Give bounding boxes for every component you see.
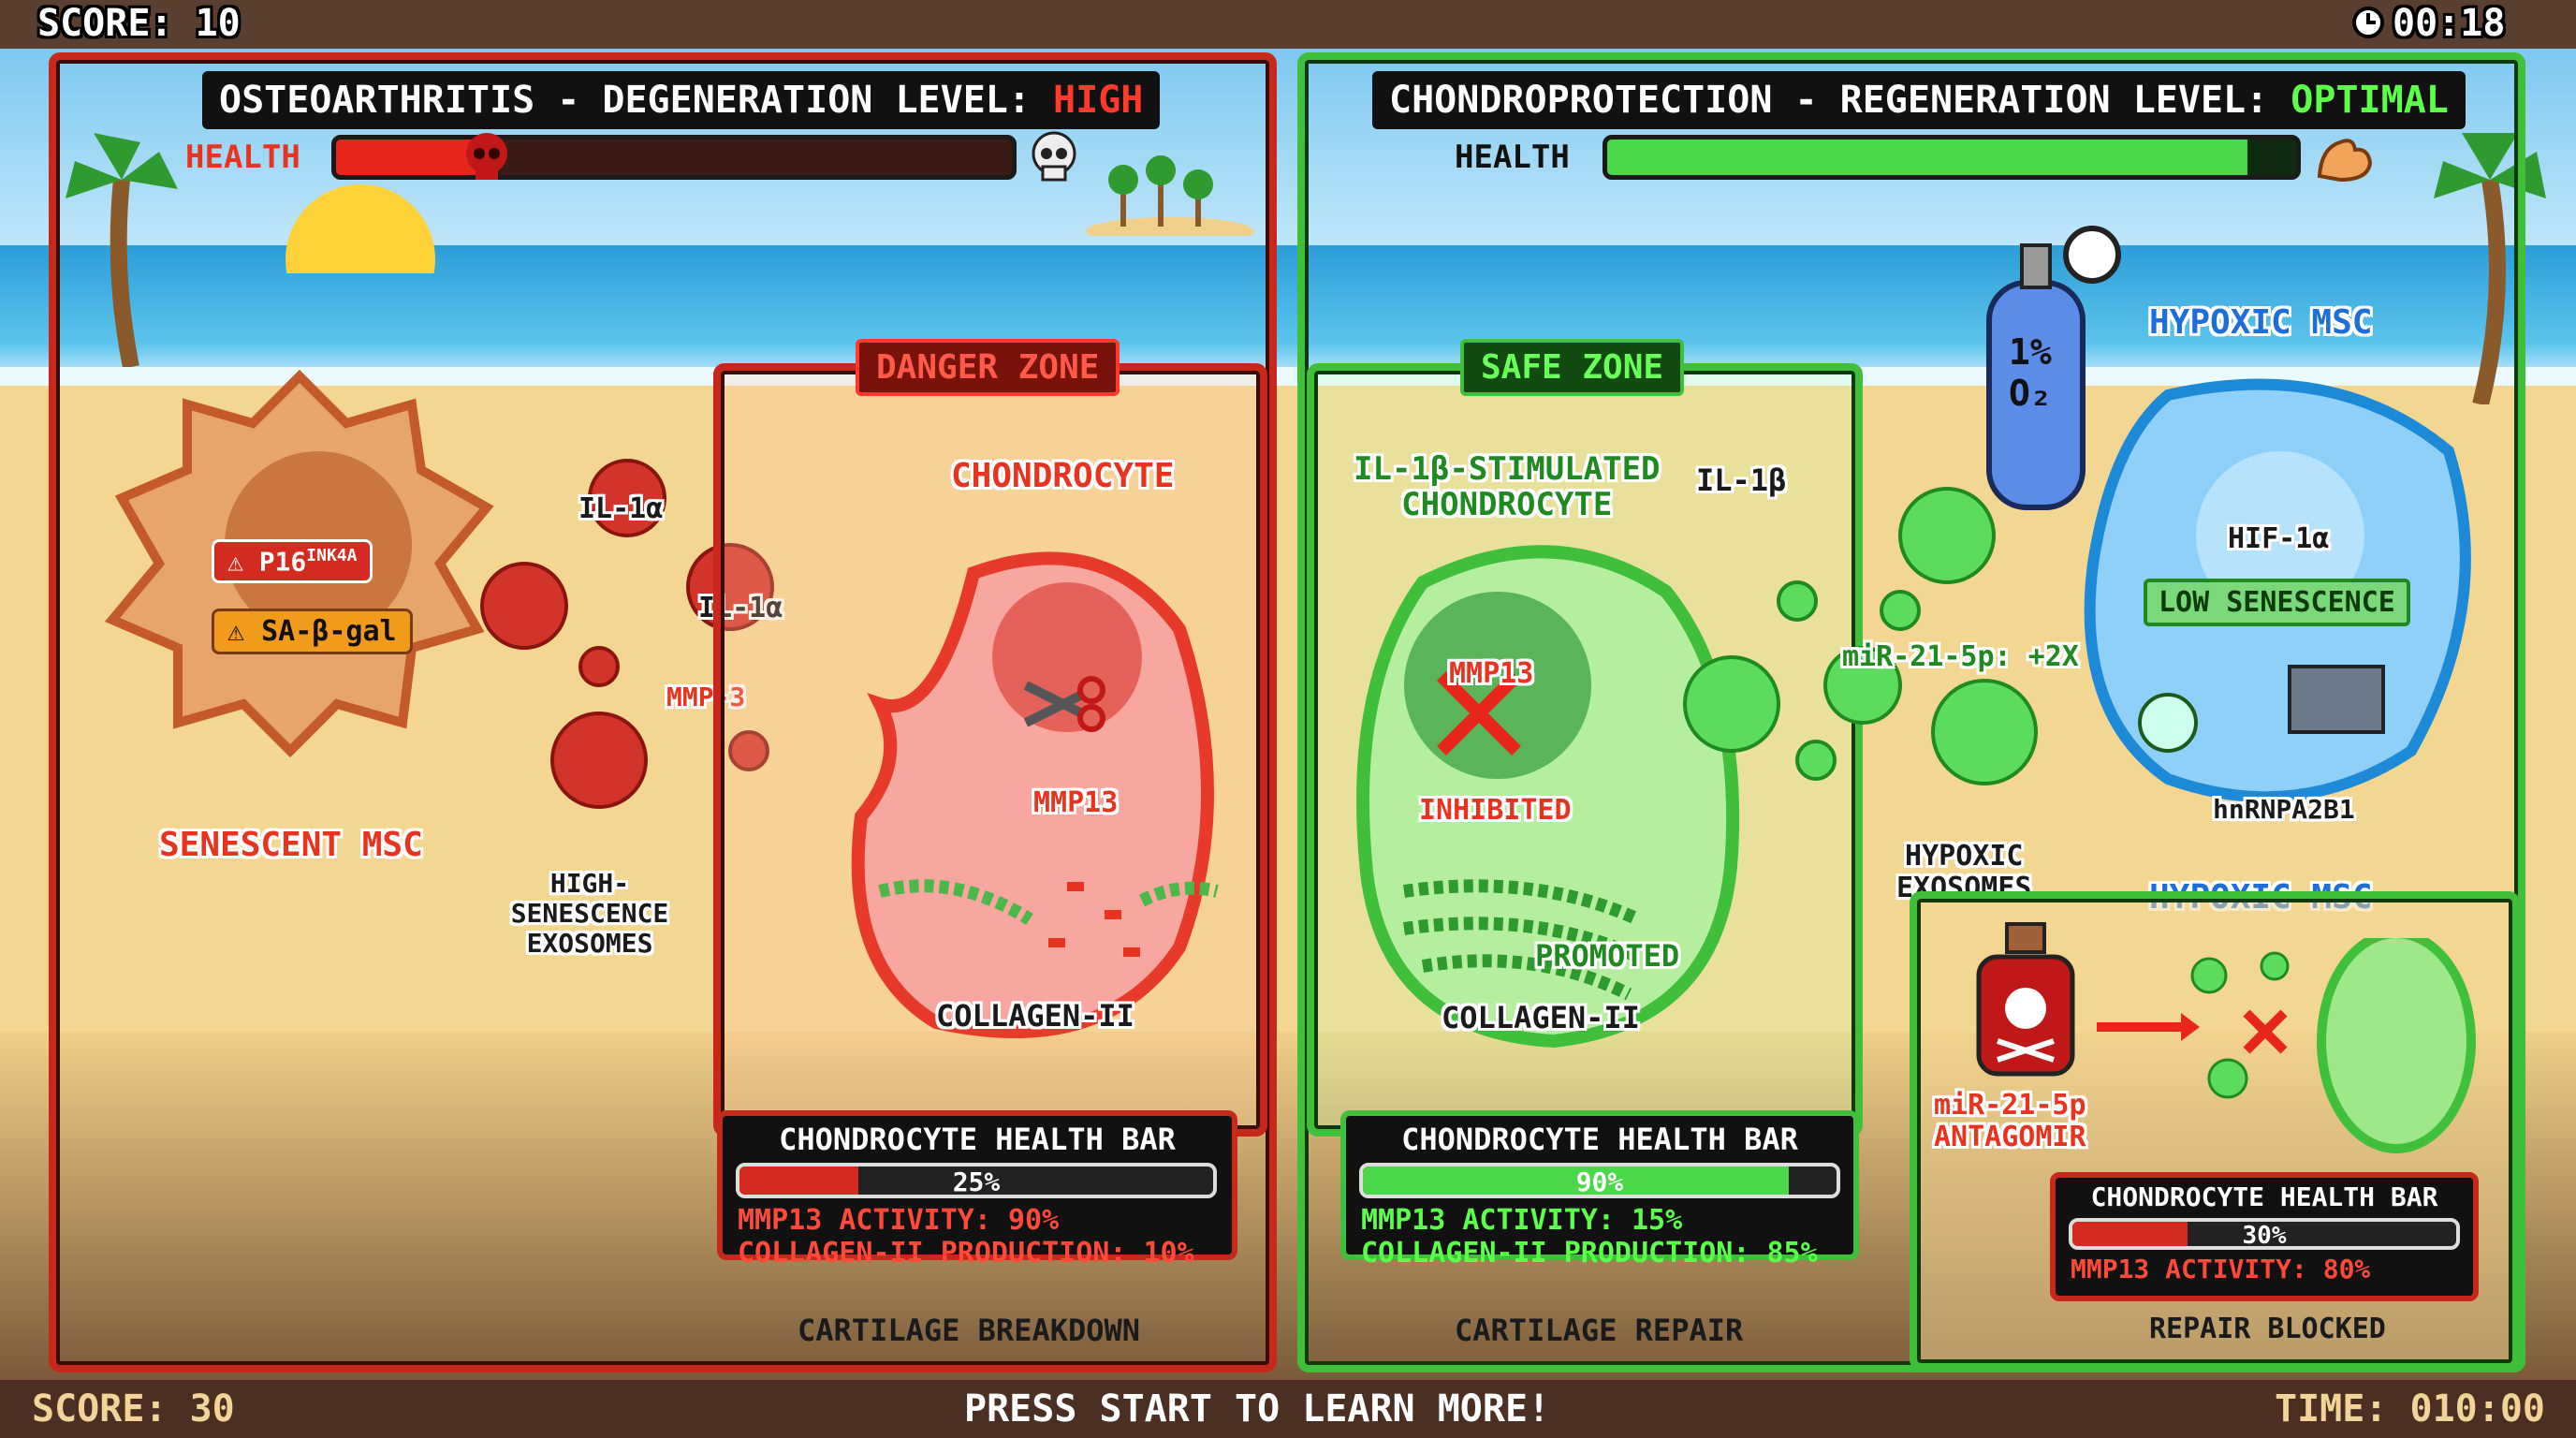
hypoxic-msc-top-label: HYPOXIC MSC: [2149, 303, 2373, 342]
safe-zone-tag: SAFE ZONE: [1460, 339, 1685, 396]
p16-text: P16: [258, 546, 307, 578]
stim-label-line1: IL-1β-STIMULATED: [1354, 450, 1661, 488]
warning-icon: ⚠: [227, 546, 259, 578]
antagomir-hb-bar: 30%: [2069, 1218, 2460, 1250]
blocked-exosome-delivery: [2078, 929, 2490, 1163]
timer-top: 00:18: [2393, 2, 2506, 45]
top-hud: SCORE: 10 00:18: [0, 0, 2576, 49]
antagomir-label: miR-21-5p ANTAGOMIR: [1934, 1090, 2086, 1153]
antagomir-line1: miR-21-5p: [1934, 1089, 2086, 1122]
mir21-boost-label: miR-21-5p: +2X: [1842, 640, 2079, 673]
right-health-fill: [1607, 139, 2248, 175]
regeneration-title-text: CHONDROPROTECTION - REGENERATION LEVEL:: [1389, 79, 2291, 122]
flexed-arm-icon: [2312, 129, 2378, 185]
oxygen-formula: O₂: [2009, 373, 2052, 414]
antagomir-line2: ANTAGOMIR: [1934, 1121, 2086, 1153]
skull-icon: [459, 129, 515, 185]
hif1a-label: HIF-1α: [2228, 522, 2330, 555]
left-hb-caption: CARTILAGE BREAKDOWN: [798, 1313, 1141, 1348]
right-hb-bar: 90%: [1359, 1163, 1840, 1198]
right-health-label: HEALTH: [1455, 139, 1570, 176]
il1a-label-2: IL-1α: [698, 592, 783, 624]
palm-tree-icon: [56, 124, 178, 369]
left-hb-fill: [739, 1167, 858, 1195]
mmp3-label: MMP-3: [666, 682, 746, 712]
antagomir-hb-fill: [2072, 1222, 2188, 1246]
damaged-chondrocyte: [824, 517, 1236, 1060]
collagen-label-left: COLLAGEN-II: [936, 998, 1134, 1034]
exo-label-line2: SENESCENCE: [510, 898, 669, 929]
high-senescence-exosomes: [459, 386, 852, 854]
collagen-label-right: COLLAGEN-II: [1442, 1000, 1640, 1035]
bottom-hud: SCORE: 30 PRESS START TO LEARN MORE! TIM…: [0, 1380, 2576, 1438]
degeneration-title: OSTEOARTHRITIS - DEGENERATION LEVEL: HIG…: [202, 71, 1161, 129]
sa-beta-gal-marker: ⚠ SA-β-gal: [212, 609, 413, 654]
left-hb-title: CHONDROCYTE HEALTH BAR: [779, 1122, 1176, 1157]
left-health-label: HEALTH: [185, 139, 300, 176]
senescent-msc-label: SENESCENT MSC: [159, 826, 423, 864]
danger-zone-tag: DANGER ZONE: [856, 339, 1120, 396]
inhibited-label: INHIBITED: [1419, 794, 1572, 827]
exo-label-line1: HIGH-: [549, 868, 630, 899]
left-hb-stat1: MMP13 ACTIVITY: 90%: [738, 1204, 1060, 1237]
right-hb-pct: 90%: [1575, 1167, 1624, 1197]
protected-chondrocyte: [1348, 517, 1769, 1060]
left-hb-bar: 25%: [736, 1163, 1217, 1198]
antagomir-hb-pct: 30%: [2242, 1222, 2287, 1250]
il1b-label: IL-1β: [1696, 462, 1787, 498]
sa-beta-gal-text: SA-β-gal: [261, 615, 397, 648]
degeneration-panel: [49, 52, 1277, 1372]
left-hb-stat2: COLLAGEN-II PRODUCTION: 10%: [738, 1237, 1194, 1269]
oxygen-tank-icon: [1975, 208, 2125, 517]
antagomir-hb-caption: REPAIR BLOCKED: [2149, 1313, 2386, 1345]
promoted-label: PROMOTED: [1535, 938, 1680, 974]
right-health-bar: [1603, 135, 2301, 180]
warning-icon: ⚠: [227, 615, 262, 648]
poison-bottle-icon: [1969, 919, 2082, 1078]
low-senescence-badge: LOW SENESCENCE: [2144, 579, 2410, 626]
mmp13-label-right: MMP13: [1449, 657, 1534, 690]
il1a-label-1: IL-1α: [578, 492, 664, 525]
high-senescence-exosomes-label: HIGH- SENESCENCE EXOSOMES: [496, 869, 683, 959]
il1b-stimulated-label: IL-1β-STIMULATED CHONDROCYTE: [1354, 451, 1661, 522]
hnrnpa2b1-label: hnRNPA2B1: [2213, 794, 2355, 825]
left-hb-pct: 25%: [952, 1167, 1001, 1197]
press-start-prompt[interactable]: PRESS START TO LEARN MORE!: [964, 1387, 1551, 1431]
game-scene: OSTEOARTHRITIS - DEGENERATION LEVEL: HIG…: [0, 49, 2576, 1380]
antagomir-chondrocyte-health-box: CHONDROCYTE HEALTH BAR 30% MMP13 ACTIVIT…: [2050, 1172, 2479, 1301]
hypoxic-exo-line1: HYPOXIC: [1905, 840, 2024, 873]
right-chondrocyte-health-box: CHONDROCYTE HEALTH BAR 90% MMP13 ACTIVIT…: [1340, 1110, 1859, 1269]
left-chondrocyte-health-box: CHONDROCYTE HEALTH BAR 25% MMP13 ACTIVIT…: [717, 1110, 1237, 1269]
right-hb-stat2: COLLAGEN-II PRODUCTION: 85%: [1361, 1237, 1818, 1269]
exo-label-line3: EXOSOMES: [526, 928, 653, 959]
right-hb-title: CHONDROCYTE HEALTH BAR: [1401, 1122, 1798, 1157]
left-health-fill: [336, 139, 485, 175]
score-top: SCORE: 10: [37, 2, 241, 45]
degeneration-level: HIGH: [1053, 79, 1144, 122]
oxygen-pct: 1%: [2009, 331, 2052, 373]
scissors-icon: [1017, 667, 1110, 741]
score-bottom: SCORE: 30: [32, 1387, 235, 1431]
p16-marker: ⚠ P16INK4A: [212, 539, 373, 584]
right-hb-caption: CARTILAGE REPAIR: [1455, 1313, 1744, 1348]
right-hb-fill: [1363, 1167, 1790, 1195]
mmp13-label-left: MMP13: [1033, 786, 1119, 819]
antagomir-hb-stat1: MMP13 ACTIVITY: 80%: [2071, 1254, 2371, 1284]
regeneration-panel: [1297, 52, 2525, 1372]
stim-label-line2: CHONDROCYTE: [1401, 486, 1613, 523]
regeneration-title: CHONDROPROTECTION - REGENERATION LEVEL: …: [1372, 71, 2466, 129]
oxygen-label: 1% O₂: [2009, 331, 2052, 414]
regeneration-level: OPTIMAL: [2291, 79, 2449, 122]
clock-icon: [2351, 6, 2385, 39]
hypoxic-exosomes: [1666, 461, 2078, 854]
p16-sup: INK4A: [306, 546, 358, 565]
left-health-bar: [331, 135, 1017, 180]
antagomir-hb-title: CHONDROCYTE HEALTH BAR: [2090, 1181, 2438, 1212]
degeneration-title-text: OSTEOARTHRITIS - DEGENERATION LEVEL:: [219, 79, 1054, 122]
chondrocyte-label: CHONDROCYTE: [951, 457, 1175, 495]
right-hb-stat1: MMP13 ACTIVITY: 15%: [1361, 1204, 1683, 1237]
time-bottom: TIME: 010:00: [2275, 1387, 2545, 1431]
hypoxic-exosomes-label: HYPOXIC EXOSOMES: [1896, 841, 2032, 904]
skull-icon: [1026, 129, 1082, 185]
